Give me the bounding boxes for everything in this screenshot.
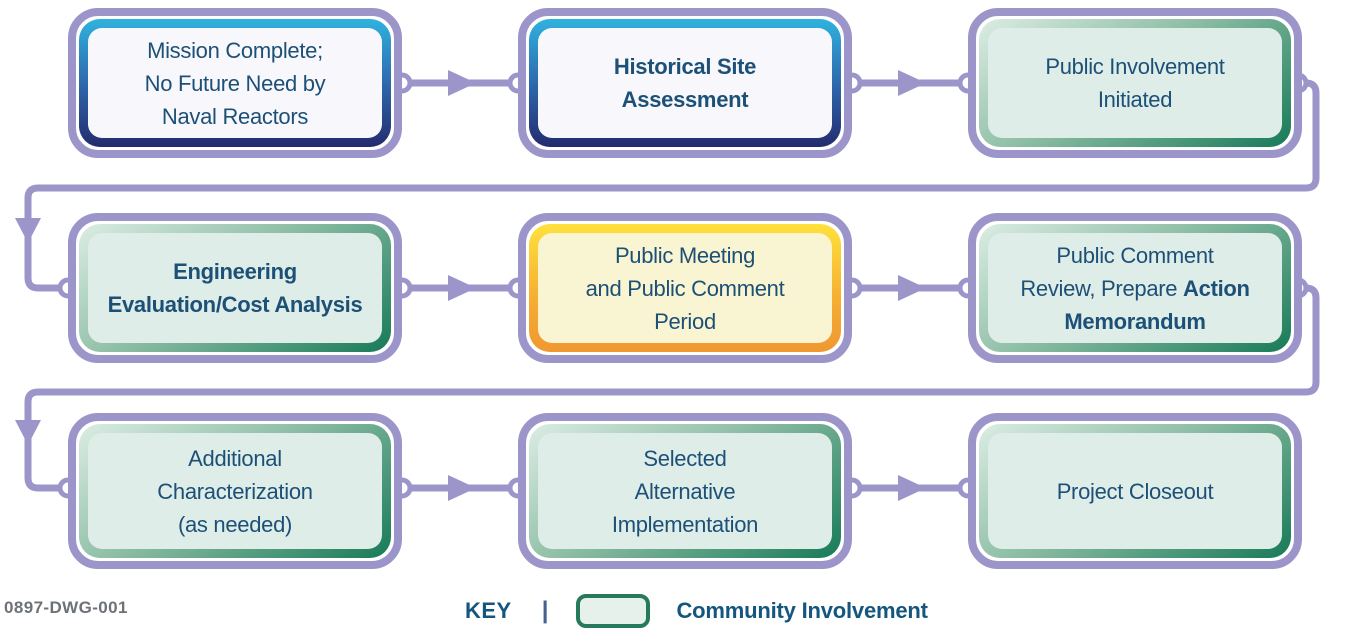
node-text-line: Alternative — [634, 478, 736, 504]
node-text-line: Engineering — [173, 259, 297, 284]
community-involvement-swatch — [576, 594, 651, 628]
flow-node-project-closeout: Project Closeout — [968, 413, 1302, 569]
node-body: Public Comment Review, Prepare Action Me… — [988, 233, 1282, 343]
node-text-line: Assessment — [621, 87, 749, 112]
node-text-line: Public Involvement — [1045, 54, 1225, 79]
node-border: Additional Characterization (as needed) — [79, 424, 391, 558]
flow-node-public-meeting-comment-period: Public Meeting and Public Comment Period — [518, 213, 852, 363]
flow-node-public-comment-review-action-memorandum: Public Comment Review, Prepare Action Me… — [968, 213, 1302, 363]
drawing-code: 0897-DWG-001 — [4, 598, 128, 617]
node-border: Selected Alternative Implementation — [529, 424, 841, 558]
arrowhead-right-icon — [448, 70, 476, 96]
node-text-line: Additional — [188, 445, 282, 471]
node-border: Engineering Evaluation/Cost Analysis — [79, 224, 391, 352]
node-text-line: Memorandum — [1064, 308, 1206, 334]
node-text-line: and Public Comment — [585, 275, 785, 301]
node-border: Public Comment Review, Prepare Action Me… — [979, 224, 1291, 352]
node-text-line: Project Closeout — [1056, 478, 1214, 504]
node-border: Public Involvement Initiated — [979, 19, 1291, 147]
node-text-line: Selected — [643, 445, 727, 471]
node-text-line: Public Comment — [1056, 242, 1214, 268]
node-text-line: Mission Complete; — [147, 37, 323, 63]
node-body: Public Involvement Initiated — [988, 28, 1282, 138]
flow-node-selected-alternative-implementation: Selected Alternative Implementation — [518, 413, 852, 569]
arrowhead-right-icon — [898, 70, 926, 96]
arrowhead-right-icon — [898, 475, 926, 501]
legend-key-row: KEY | Community Involvement — [465, 591, 928, 631]
node-body: Additional Characterization (as needed) — [88, 433, 382, 549]
node-border: Public Meeting and Public Comment Period — [529, 224, 841, 352]
node-border: Project Closeout — [979, 424, 1291, 558]
arrowhead-right-icon — [448, 475, 476, 501]
key-separator: | — [541, 597, 549, 624]
node-text-line: (as needed) — [177, 511, 293, 537]
node-text-line: Naval Reactors — [161, 103, 309, 129]
node-text-line: Historical Site — [613, 54, 757, 79]
node-body: Selected Alternative Implementation — [538, 433, 832, 549]
arrowhead-right-icon — [448, 275, 476, 301]
node-text-line: Characterization — [157, 478, 313, 504]
flow-node-historical-site-assessment: Historical Site Assessment — [518, 8, 852, 158]
node-body: Public Meeting and Public Comment Period — [538, 233, 832, 343]
node-border: Historical Site Assessment — [529, 19, 841, 147]
key-label: KEY — [465, 598, 512, 623]
node-text-line: Initiated — [1097, 87, 1173, 112]
node-body: Project Closeout — [988, 433, 1282, 549]
node-body: Mission Complete; No Future Need by Nava… — [88, 28, 382, 138]
arrowhead-right-icon — [898, 275, 926, 301]
flow-node-engineering-evaluation-cost-analysis: Engineering Evaluation/Cost Analysis — [68, 213, 402, 363]
flow-node-additional-characterization: Additional Characterization (as needed) — [68, 413, 402, 569]
node-text-line: Public Meeting — [614, 242, 756, 268]
node-border: Mission Complete; No Future Need by Nava… — [79, 19, 391, 147]
key-legend-label: Community Involvement — [676, 598, 928, 623]
flow-node-public-involvement-initiated: Public Involvement Initiated — [968, 8, 1302, 158]
node-text-line: Implementation — [611, 511, 759, 537]
node-text-line: Period — [654, 308, 716, 334]
node-text-line: Evaluation/Cost Analysis — [107, 292, 363, 317]
flow-node-mission-complete: Mission Complete; No Future Need by Nava… — [68, 8, 402, 158]
node-text-line: Review, Prepare Action — [1020, 275, 1250, 301]
arrowhead-down-icon — [15, 218, 41, 243]
node-text-line: No Future Need by — [144, 70, 326, 96]
node-body: Historical Site Assessment — [538, 28, 832, 138]
arrowhead-down-icon — [15, 420, 41, 445]
node-body: Engineering Evaluation/Cost Analysis — [88, 233, 382, 343]
